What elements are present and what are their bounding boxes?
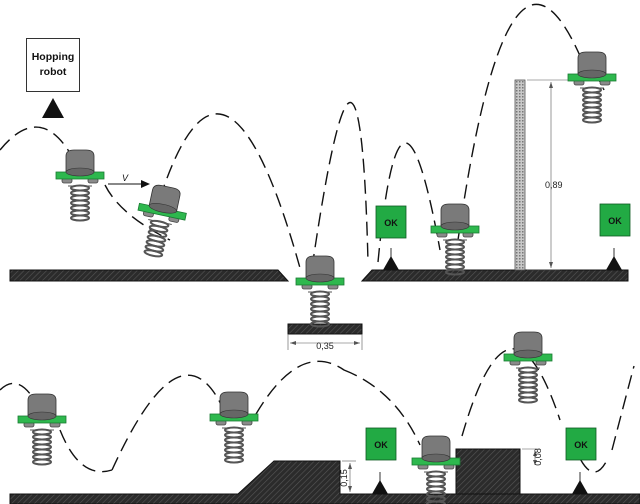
velocity-label: V bbox=[122, 173, 129, 183]
small-step-height-label: 0,08 bbox=[533, 448, 543, 466]
hopping-robot-icon bbox=[209, 391, 259, 464]
small-step bbox=[455, 448, 521, 495]
ok-sign-3: OK bbox=[365, 427, 397, 495]
trajectory-top bbox=[0, 3, 605, 269]
hopping-robot-icon bbox=[295, 255, 345, 328]
ground-bottom bbox=[9, 460, 640, 504]
ok-sign-1: OK bbox=[375, 205, 407, 271]
ok-sign-4: OK bbox=[565, 427, 597, 495]
hopping-robot-icon bbox=[430, 203, 480, 276]
wall-height-label: 0,89 bbox=[545, 180, 563, 190]
ground-top-right bbox=[360, 269, 629, 282]
wall-obstacle bbox=[514, 79, 526, 271]
ok-label: OK bbox=[608, 216, 622, 226]
gap-platform bbox=[287, 323, 363, 335]
start-label-line1: Hopping bbox=[31, 51, 75, 63]
trajectory-bottom bbox=[0, 348, 635, 473]
hopping-robot-icon bbox=[567, 51, 617, 124]
start-label-line2: robot bbox=[39, 66, 67, 78]
ok-label: OK bbox=[384, 218, 398, 228]
ground-top-left bbox=[9, 269, 290, 282]
hopping-robot-icon bbox=[17, 393, 67, 466]
hopping-robot-icon bbox=[55, 149, 105, 222]
gap-width-label: 0,35 bbox=[316, 341, 334, 351]
step-height-label: 0,15 bbox=[339, 469, 349, 487]
ok-label: OK bbox=[374, 440, 388, 450]
ok-sign-2: OK bbox=[599, 203, 631, 271]
ok-label: OK bbox=[574, 440, 588, 450]
hopping-robot-icon bbox=[503, 331, 553, 404]
start-triangle-icon bbox=[42, 98, 64, 118]
start-label: Hopping robot bbox=[26, 38, 80, 92]
